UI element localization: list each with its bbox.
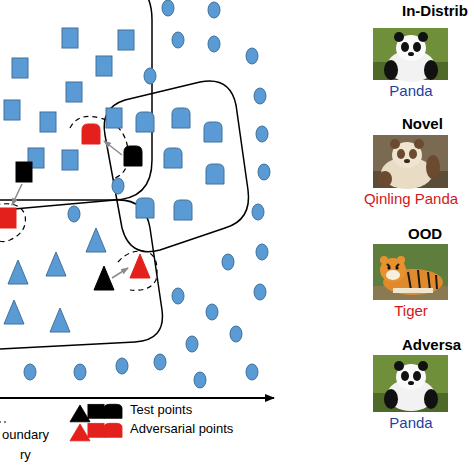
outlier-point bbox=[208, 2, 220, 18]
class-arch-point bbox=[204, 122, 222, 142]
test-point bbox=[16, 162, 32, 182]
legend-fragment: ry bbox=[20, 448, 31, 463]
outlier-point bbox=[112, 178, 124, 194]
legend-sample bbox=[104, 423, 122, 437]
outlier-point bbox=[154, 354, 166, 370]
qinling-panda-photo bbox=[373, 135, 448, 189]
class-label: Panda bbox=[389, 82, 432, 99]
outlier-point bbox=[194, 372, 206, 388]
class-label: Panda bbox=[389, 414, 432, 431]
perturbation-arrow bbox=[112, 268, 128, 278]
class-arch-point bbox=[172, 108, 190, 128]
class-square-point bbox=[40, 112, 56, 132]
outlier-point bbox=[24, 364, 36, 380]
outlier-point bbox=[252, 204, 264, 220]
adversarial-panda-photo bbox=[373, 355, 448, 412]
test-point bbox=[124, 146, 142, 166]
class-arch-point bbox=[136, 198, 154, 218]
class-square-point bbox=[106, 108, 122, 128]
outlier-point bbox=[246, 364, 258, 380]
class-triangle-point bbox=[86, 228, 106, 252]
outlier-point bbox=[74, 364, 86, 380]
legend-sample bbox=[70, 405, 90, 422]
class-triangle-point bbox=[8, 260, 28, 284]
class-square-point bbox=[66, 82, 82, 102]
class-square-point bbox=[12, 58, 28, 78]
outlier-point bbox=[68, 206, 80, 222]
outlier-point bbox=[256, 244, 268, 260]
dashed-boundary bbox=[0, 204, 25, 242]
legend-sample bbox=[88, 404, 104, 418]
adversarial-point bbox=[0, 208, 16, 228]
class-arch-point bbox=[164, 148, 182, 168]
panda-photo bbox=[373, 28, 448, 82]
outlier-point bbox=[162, 0, 174, 16]
class-triangle-point bbox=[46, 252, 66, 276]
legend-text: Adversarial points bbox=[130, 422, 233, 437]
category-heading: Novel bbox=[402, 115, 443, 132]
legend-sample bbox=[70, 424, 90, 441]
outlier-point bbox=[254, 284, 266, 300]
outlier-point bbox=[246, 48, 258, 64]
perturbation-arrow bbox=[12, 184, 22, 205]
class-arch-point bbox=[136, 112, 154, 132]
adversarial-point bbox=[82, 124, 100, 144]
test-point bbox=[94, 266, 114, 290]
class-arch-point bbox=[206, 164, 224, 184]
outlier-point bbox=[172, 32, 184, 48]
axis-line bbox=[0, 397, 274, 399]
outlier-point bbox=[208, 36, 220, 52]
class-label: Tiger bbox=[394, 302, 428, 319]
outlier-point bbox=[144, 68, 156, 84]
category-heading: Adversa bbox=[402, 336, 461, 353]
legend-text: Test points bbox=[130, 403, 192, 418]
class-square-point bbox=[62, 28, 78, 48]
boundary-sample bbox=[0, 421, 6, 422]
class-square-point bbox=[62, 150, 78, 170]
outlier-point bbox=[254, 88, 266, 104]
legend-fragment: oundary bbox=[2, 428, 49, 443]
class-triangle-point bbox=[4, 300, 24, 324]
outlier-point bbox=[186, 336, 198, 352]
outlier-point bbox=[116, 358, 128, 374]
cluster-region bbox=[0, 200, 162, 350]
class-square-point bbox=[96, 56, 112, 76]
category-heading: OOD bbox=[408, 225, 442, 242]
class-label: Qinling Panda bbox=[364, 190, 458, 207]
tiger-photo bbox=[373, 244, 448, 300]
outlier-point bbox=[222, 254, 234, 270]
class-triangle-point bbox=[50, 308, 70, 332]
outlier-point bbox=[256, 126, 268, 142]
cluster-region bbox=[104, 81, 248, 252]
perturbation-arrow bbox=[104, 141, 122, 155]
class-square-point bbox=[118, 30, 134, 50]
outlier-point bbox=[258, 164, 270, 180]
adversarial-point bbox=[130, 254, 150, 278]
legend-sample bbox=[88, 423, 104, 437]
outlier-point bbox=[172, 288, 184, 304]
outlier-point bbox=[230, 326, 242, 342]
class-arch-point bbox=[174, 200, 192, 220]
category-heading: In-Distrib bbox=[402, 2, 468, 19]
cluster-region bbox=[0, 0, 152, 200]
legend-sample bbox=[104, 404, 122, 418]
class-square-point bbox=[4, 100, 20, 120]
outlier-point bbox=[206, 304, 218, 320]
